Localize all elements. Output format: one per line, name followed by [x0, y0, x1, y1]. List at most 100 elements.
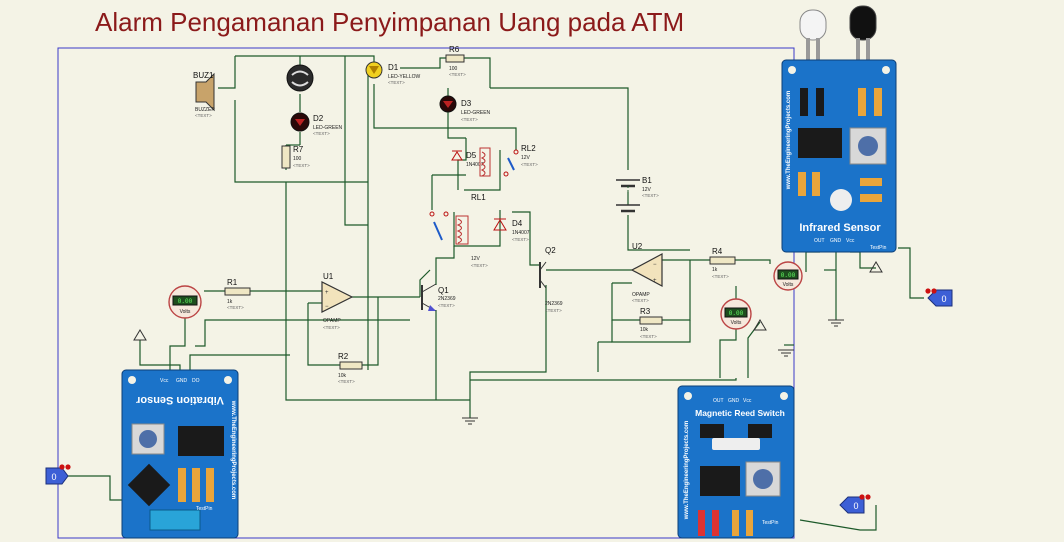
vibration-pin-do: DO	[192, 378, 200, 384]
reed-board-name: Magnetic Reed Switch	[695, 408, 785, 418]
sheet-border	[57, 47, 795, 539]
q2-text: <TEXT>	[545, 308, 562, 313]
transistor-q1[interactable]: Q1 2N2369 <TEXT>	[421, 283, 456, 312]
svg-text:+: +	[653, 278, 657, 284]
vibration-board-name: Vibration Sensor	[135, 394, 224, 406]
voltmeter-2-display: 0.00	[729, 310, 744, 317]
opamp-u2[interactable]: − + U2 OPAMP <TEXT>	[630, 242, 663, 303]
transistor-q2[interactable]: Q2 2N2369 <TEXT>	[539, 246, 563, 313]
q2-ref: Q2	[545, 246, 556, 255]
b1-ref: B1	[642, 176, 652, 185]
r1-value: 1k	[227, 299, 233, 305]
b1-value: 12V	[642, 187, 652, 193]
logic-state-1-value: 0	[51, 472, 56, 482]
buzzer-buz1[interactable]: BUZ1 BUZZER <TEXT>	[193, 71, 215, 118]
u2-type: OPAMP	[632, 292, 650, 298]
q1-type: 2N2369	[438, 296, 456, 302]
logic-state-3-value: 0	[853, 501, 858, 511]
resistor-r4[interactable]: R4 1k <TEXT>	[709, 247, 736, 279]
ir-pin-out: OUT	[814, 238, 825, 244]
r6-ref: R6	[449, 45, 460, 54]
d3-text: <TEXT>	[461, 117, 478, 122]
q2-type: 2N2369	[545, 301, 563, 307]
r6-value: 100	[449, 66, 458, 72]
relay-rl1[interactable]: RL1 12V <TEXT>	[429, 193, 488, 268]
motor-symbol[interactable]	[286, 64, 314, 92]
ground-symbol	[778, 349, 794, 357]
r3-text: <TEXT>	[640, 334, 657, 339]
voltmeter-1[interactable]: 0.00 Volts	[168, 285, 202, 319]
resistor-r7[interactable]: R7 100 <TEXT>	[281, 145, 310, 169]
vibration-testpin: TestPin	[196, 506, 213, 512]
voltmeter-1-unit: Volts	[180, 309, 191, 315]
u1-ref: U1	[323, 272, 334, 281]
relay-rl2[interactable]: RL2 12V <TEXT>	[479, 144, 538, 177]
rl2-ref: RL2	[521, 144, 536, 153]
svg-text:+: +	[325, 290, 329, 296]
battery-b1[interactable]: B1 12V <TEXT>	[616, 176, 659, 213]
infrared-sensor-board[interactable]: www.TheEngineeringProjects.com Infrared …	[781, 5, 897, 253]
voltmeter-3[interactable]: 0.00 Volts	[773, 261, 803, 291]
reed-switch-board[interactable]: OUT GND Vcc Magnetic Reed Switch www.The…	[677, 385, 795, 539]
d1-type: LED-YELLOW	[388, 74, 421, 80]
infrared-board-name: Infrared Sensor	[799, 222, 881, 234]
buz1-type: BUZZER	[195, 107, 215, 113]
page-title: Alarm Pengamanan Penyimpanan Uang pada A…	[95, 7, 684, 37]
d5-ref: D5	[466, 151, 477, 160]
d2-text: <TEXT>	[313, 131, 330, 136]
ir-led-white	[799, 9, 827, 41]
logic-state-1[interactable]: 0	[45, 464, 71, 485]
rl2-text: <TEXT>	[521, 162, 538, 167]
vibration-sensor-board[interactable]: Vibration Sensor www.TheEngineeringProje…	[121, 369, 239, 539]
opamp-u1[interactable]: + − U1 OPAMP <TEXT>	[321, 272, 354, 330]
vibration-pin-gnd: GND	[176, 378, 188, 384]
voltmeter-2[interactable]: 0.00 Volts	[720, 298, 752, 330]
r1-ref: R1	[227, 278, 238, 287]
reed-glass-tube	[712, 438, 760, 450]
reed-pin-vcc: Vcc	[743, 398, 752, 404]
resistor-r3[interactable]: R3 10k <TEXT>	[639, 307, 663, 339]
b1-text: <TEXT>	[642, 193, 659, 198]
led-d1[interactable]: D1 LED-YELLOW <TEXT>	[365, 61, 421, 85]
power-terminal	[869, 261, 883, 273]
buz1-text: <TEXT>	[195, 113, 212, 118]
ir-receiver-black	[849, 5, 877, 41]
r7-ref: R7	[293, 145, 304, 154]
r4-text: <TEXT>	[712, 274, 729, 279]
resistor-r1[interactable]: R1 1k <TEXT>	[224, 278, 251, 310]
q1-text: <TEXT>	[438, 303, 455, 308]
r2-value: 10k	[338, 373, 347, 379]
power-terminal	[753, 319, 767, 331]
rl1-text: <TEXT>	[471, 263, 488, 268]
r2-ref: R2	[338, 352, 349, 361]
voltmeter-1-display: 0.00	[178, 298, 193, 305]
r7-value: 100	[293, 156, 302, 162]
u1-text: <TEXT>	[323, 325, 340, 330]
logic-state-2[interactable]: 0	[925, 288, 953, 307]
reed-pin-out: OUT	[713, 398, 724, 404]
led-d2[interactable]: D2 LED-GREEN <TEXT>	[290, 112, 343, 136]
d4-type: 1N4007	[512, 230, 530, 236]
logic-state-3[interactable]: 0	[839, 494, 871, 514]
led-d3[interactable]: D3 LED-GREEN <TEXT>	[439, 95, 491, 122]
r1-text: <TEXT>	[227, 305, 244, 310]
d2-type: LED-GREEN	[313, 125, 343, 131]
rl1-ref: RL1	[471, 193, 486, 202]
d3-ref: D3	[461, 99, 472, 108]
resistor-r6[interactable]: R6 100 <TEXT>	[445, 45, 466, 77]
svg-text:−: −	[653, 262, 657, 268]
u2-ref: U2	[632, 242, 643, 251]
rl1-value: 12V	[471, 256, 481, 262]
resistor-r2[interactable]: R2 10k <TEXT>	[338, 352, 363, 384]
diode-d4[interactable]: D4 1N4007 <TEXT>	[493, 218, 530, 242]
voltmeter-3-display: 0.00	[781, 272, 796, 279]
svg-text:−: −	[325, 304, 329, 310]
diode-d5[interactable]: D5 1N4007	[451, 150, 484, 168]
d4-text: <TEXT>	[512, 237, 529, 242]
q1-ref: Q1	[438, 286, 449, 295]
infrared-board-site: www.TheEngineeringProjects.com	[786, 91, 792, 190]
d1-ref: D1	[388, 63, 399, 72]
ground-symbol	[828, 319, 844, 327]
vibration-pin-vcc: Vcc	[160, 378, 169, 384]
